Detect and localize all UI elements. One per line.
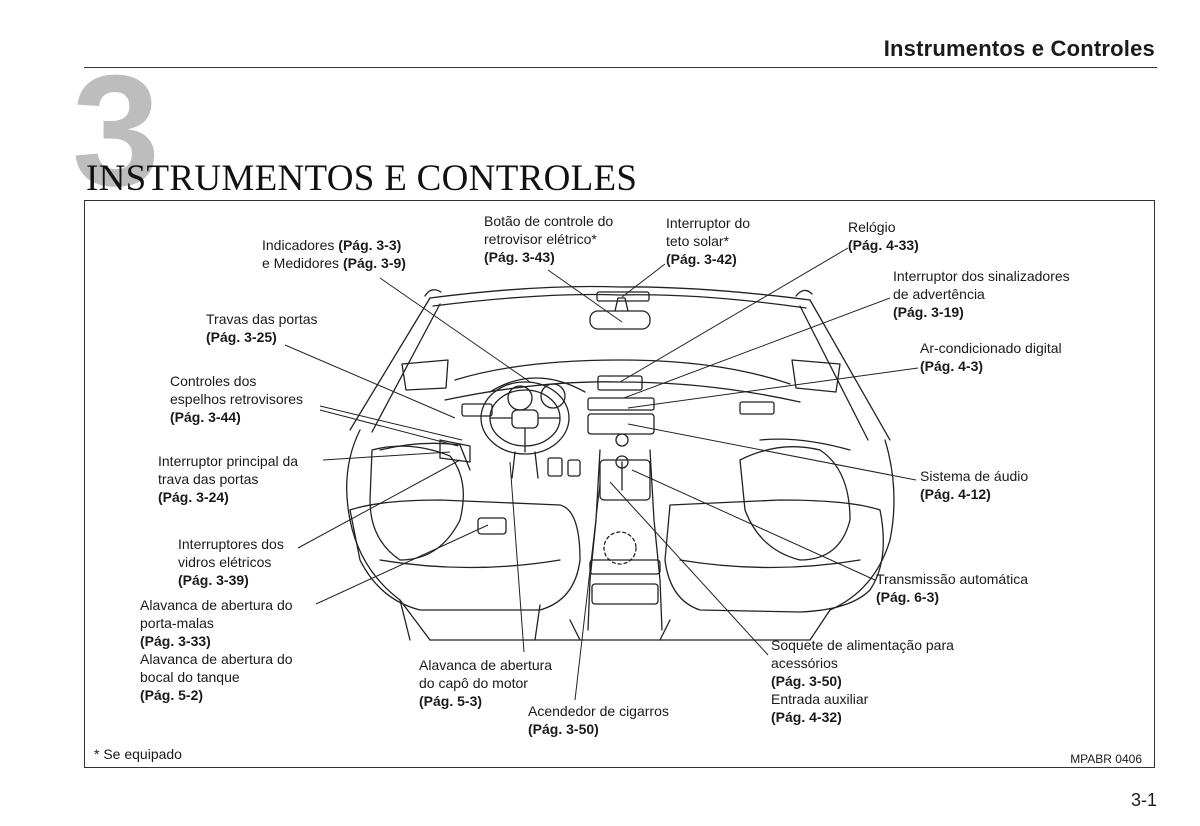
label-transmissao: Transmissão automática (Pág. 6-3)	[876, 571, 1028, 605]
label-teto-solar: Interruptor do teto solar* (Pág. 3-42)	[666, 215, 751, 267]
chapter-title: INSTRUMENTOS E CONTROLES	[86, 158, 638, 199]
label-relogio: Relógio (Pág. 4-33)	[848, 219, 919, 253]
label-soquete: Soquete de alimentação para acessórios (…	[771, 637, 954, 725]
label-travas: Travas das portas (Pág. 3-25)	[206, 311, 318, 345]
label-porta-malas: Alavanca de abertura do porta-malas (Pág…	[140, 597, 293, 703]
label-botao-retrovisor: Botão de controle do retrovisor elétrico…	[484, 213, 614, 265]
label-audio: Sistema de áudio (Pág. 4-12)	[920, 468, 1029, 502]
page-number: 3-1	[1130, 790, 1157, 810]
chapter-number: 3	[72, 43, 160, 219]
label-capo: Alavanca de abertura do capô do motor (P…	[419, 657, 553, 709]
figure-code: MPABR 0406	[1070, 752, 1142, 766]
label-vidros: Interruptores dos vidros elétricos (Pág.…	[178, 536, 284, 588]
label-espelhos: Controles dos espelhos retrovisores (Pág…	[170, 373, 304, 425]
section-title: Instrumentos e Controles	[883, 36, 1155, 61]
header-rule	[84, 67, 1157, 68]
label-interruptor-trava: Interruptor principal da trava das porta…	[158, 453, 299, 505]
label-acendedor: Acendedor de cigarros (Pág. 3-50)	[528, 703, 669, 737]
label-ar-condicionado: Ar-condicionado digital (Pág. 4-3)	[920, 340, 1062, 374]
label-sinalizadores: Interruptor dos sinalizadores de advertê…	[893, 268, 1070, 320]
footnote: * Se equipado	[94, 746, 182, 762]
diagram-frame	[84, 200, 1155, 768]
label-indicadores: Indicadores (Pág. 3-3) e Medidores (Pág.…	[262, 237, 406, 271]
